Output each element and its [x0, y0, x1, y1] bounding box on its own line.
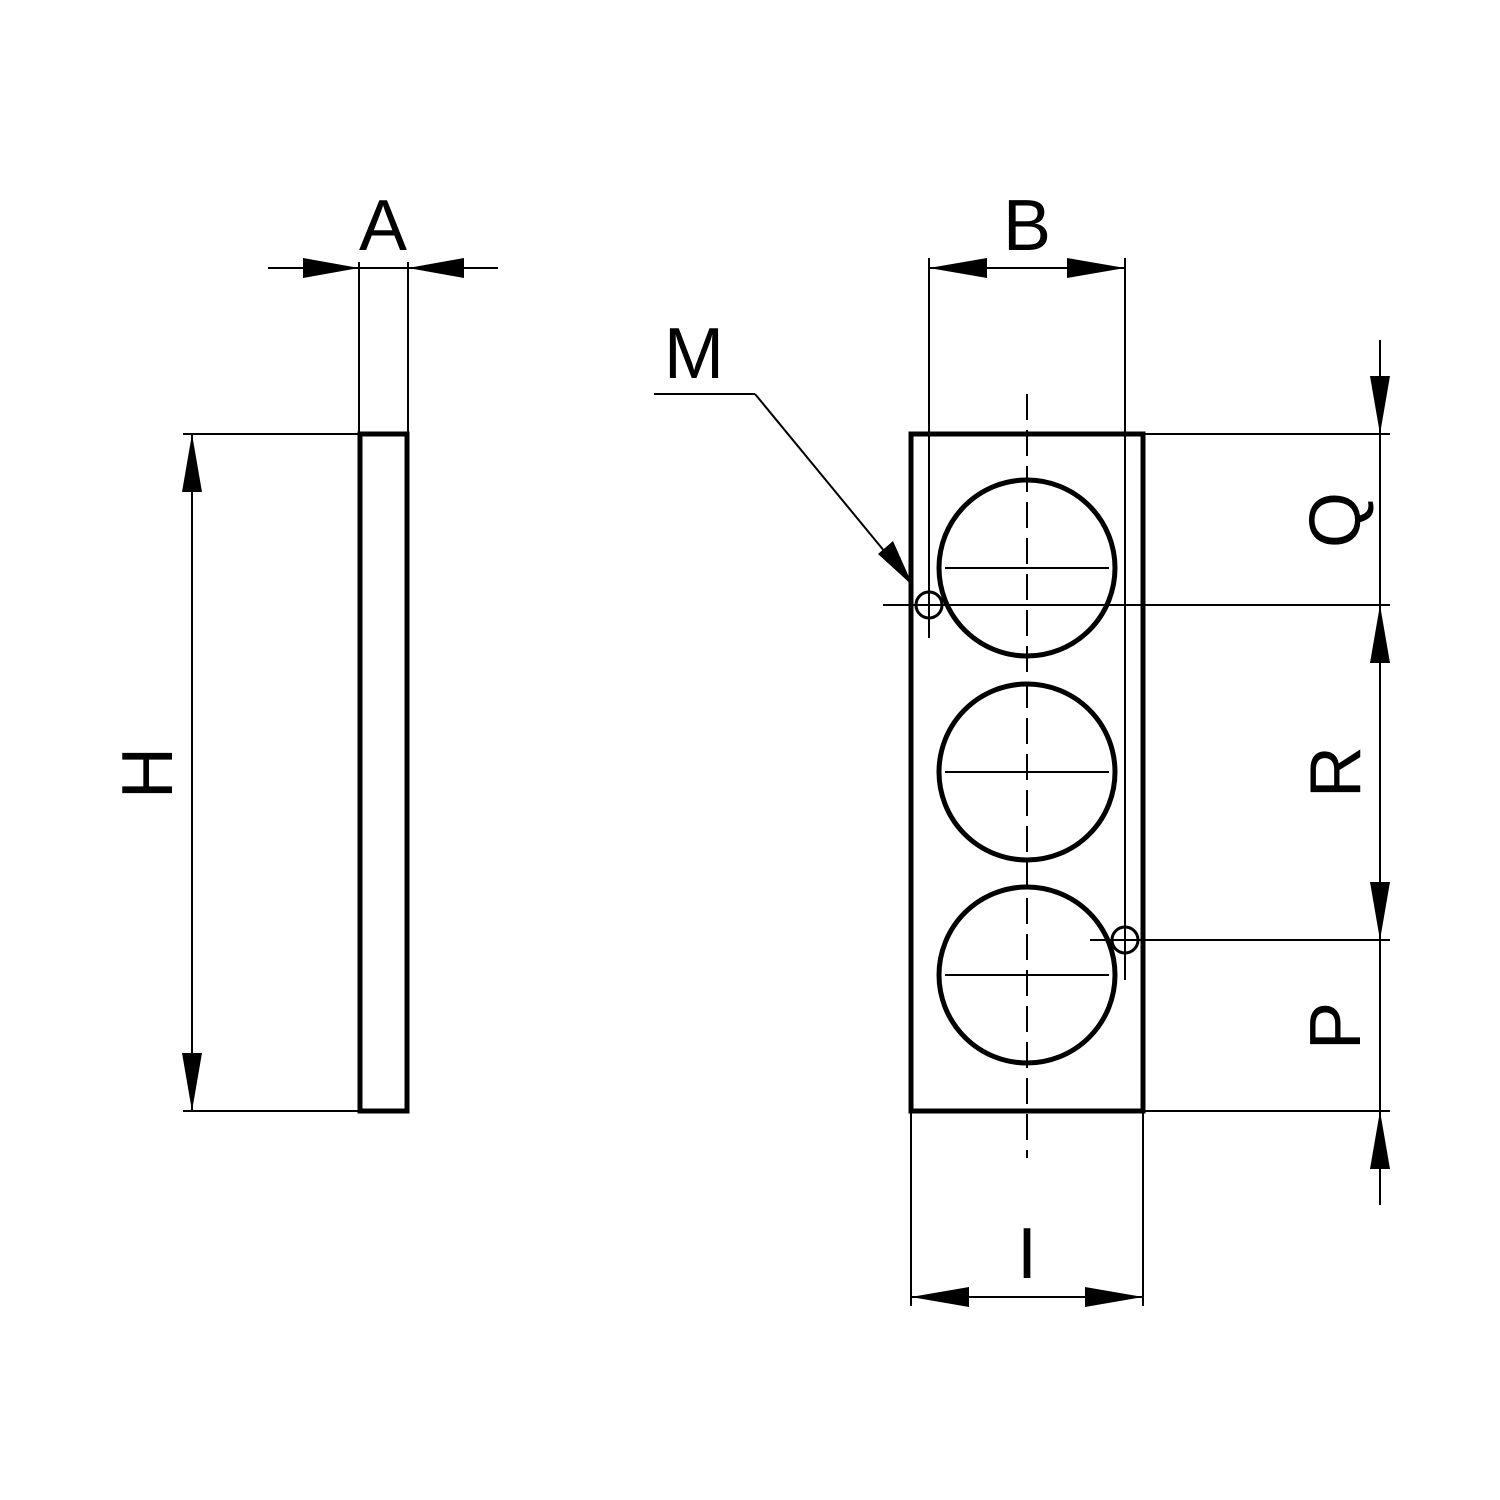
dimension-a: A	[268, 186, 498, 432]
side-plate	[357, 431, 410, 1114]
label-h: H	[108, 747, 188, 799]
hole-1	[936, 477, 1118, 659]
dimension-b: B	[928, 186, 1126, 980]
label-m: M	[664, 314, 724, 394]
dimension-qrp: Q R P	[1296, 340, 1390, 1205]
front-view: B M Q R P	[654, 186, 1390, 1307]
arrow-p-bottom	[1370, 1111, 1390, 1169]
hole-3	[936, 884, 1118, 1066]
arrow-i-right	[1085, 1287, 1143, 1307]
label-a: A	[359, 186, 407, 266]
label-q: Q	[1296, 492, 1376, 548]
label-p: P	[1296, 1002, 1376, 1050]
hole-2	[936, 681, 1118, 863]
arrow-b-left	[929, 258, 987, 278]
arrow-i-left	[911, 1287, 969, 1307]
side-view: A H	[108, 186, 498, 1114]
arrow-h-bottom	[182, 1053, 202, 1111]
label-r: R	[1296, 746, 1376, 798]
arrow-a-right	[408, 258, 464, 278]
arrow-r-bottom	[1370, 882, 1390, 940]
arrow-q-top	[1370, 376, 1390, 434]
arrow-h-top	[182, 434, 202, 492]
leader-m: M	[654, 314, 914, 587]
dimension-i: I	[910, 1113, 1144, 1307]
arrow-a-left	[303, 258, 359, 278]
label-i: I	[1017, 1214, 1037, 1294]
arrow-b-right	[1067, 258, 1125, 278]
dimension-h: H	[108, 433, 358, 1112]
label-b: B	[1003, 186, 1051, 266]
arrow-m	[878, 541, 913, 586]
arrow-r-top	[1370, 605, 1390, 663]
